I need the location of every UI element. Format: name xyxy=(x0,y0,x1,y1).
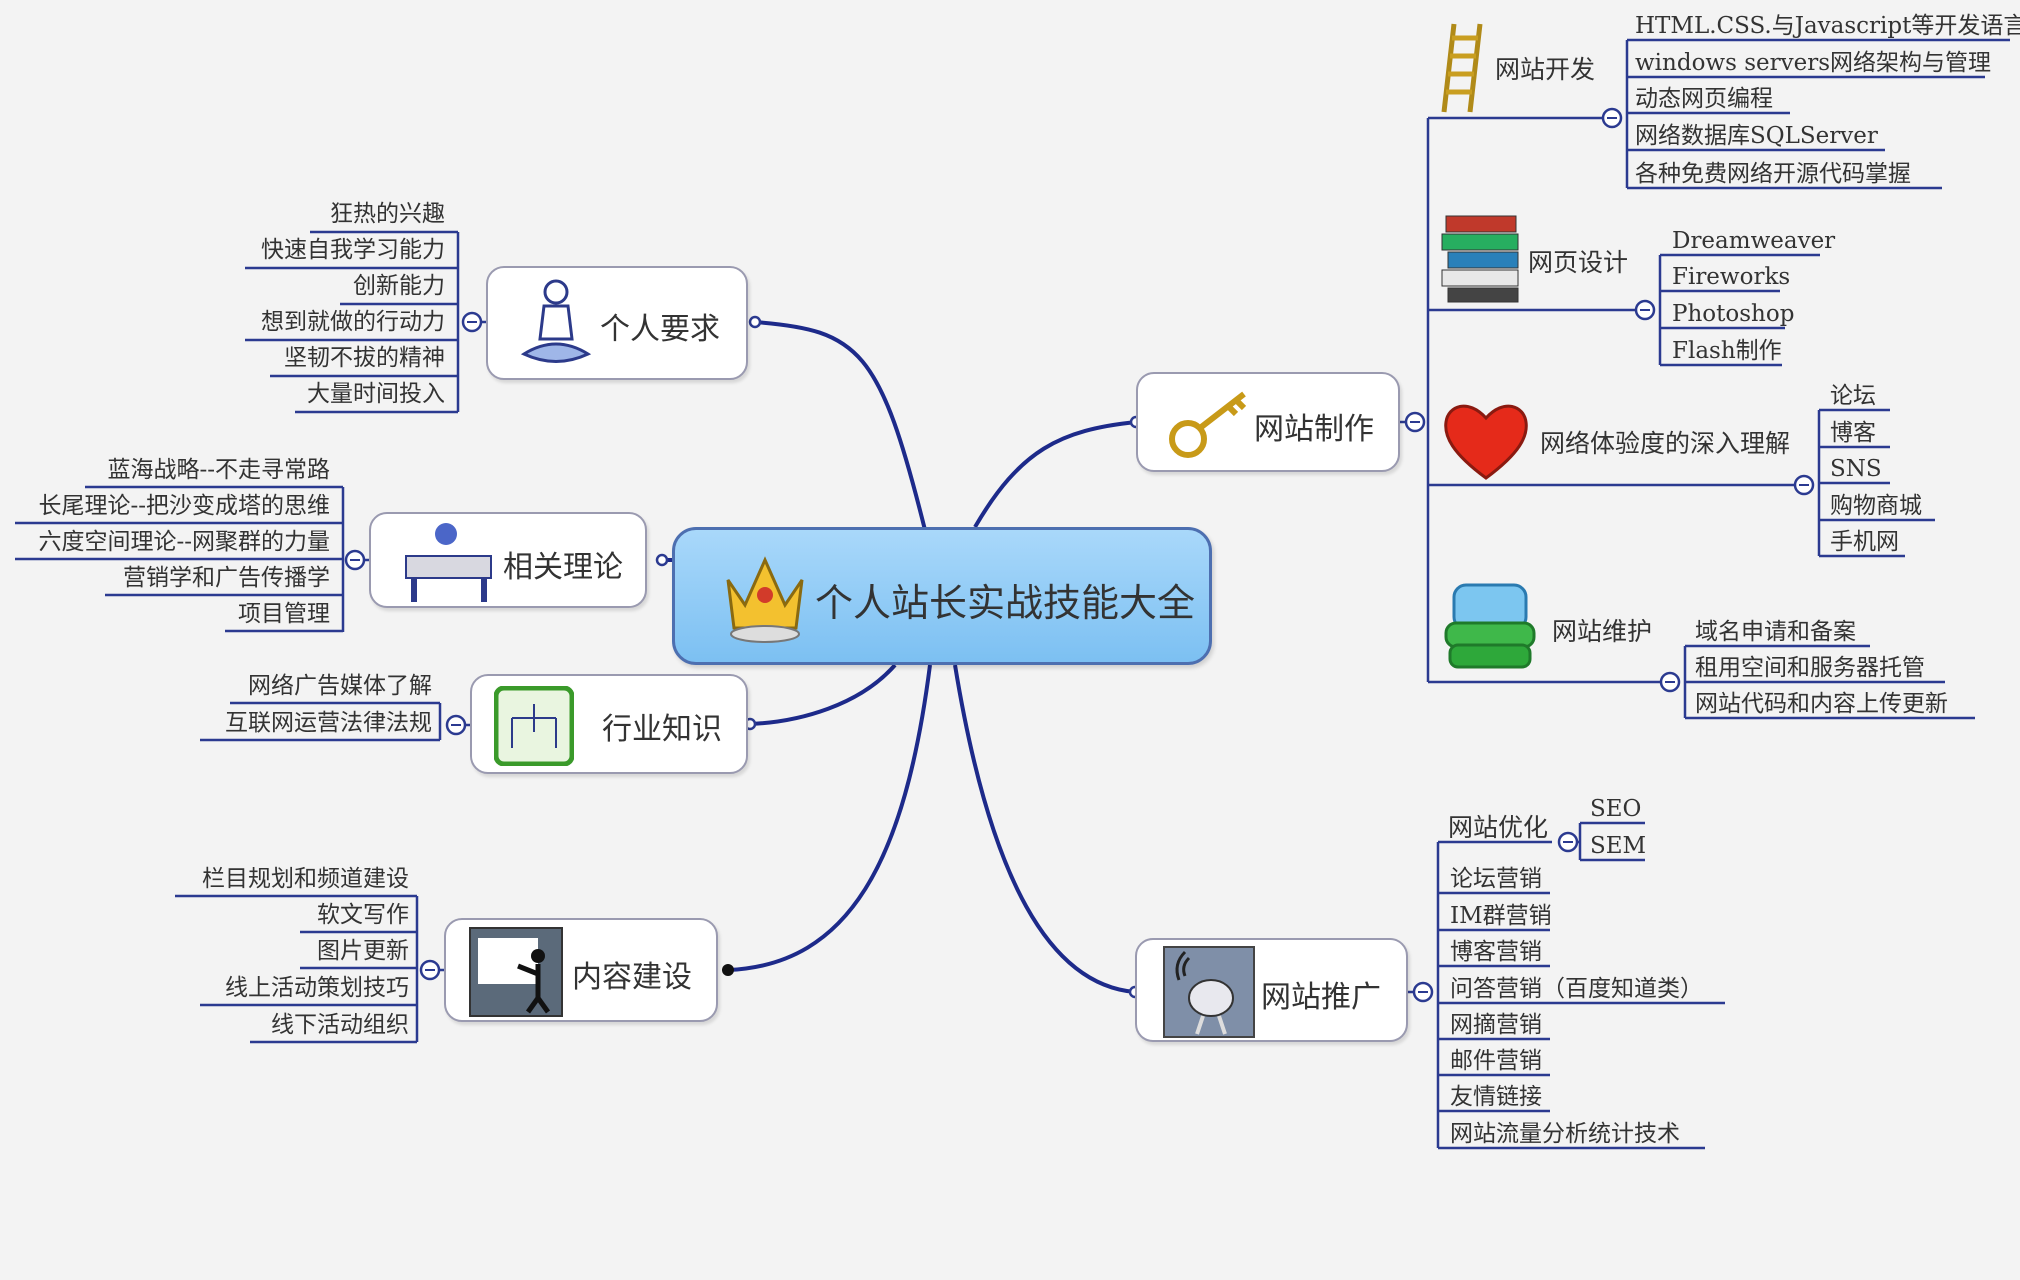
list-item[interactable]: 坚韧不拔的精神 xyxy=(284,345,445,371)
list-item[interactable]: 手机网 xyxy=(1830,529,1899,555)
topic-content[interactable]: 内容建设 xyxy=(444,918,718,1022)
list-item[interactable]: 问答营销（百度知道类） xyxy=(1450,976,1703,1002)
org-chart-icon xyxy=(494,686,574,766)
connector-make xyxy=(973,420,1137,529)
topic-content-title: 内容建设 xyxy=(572,960,692,995)
list-item[interactable]: Photoshop xyxy=(1672,301,1795,327)
topic-theory-title: 相关理论 xyxy=(503,550,623,585)
sub-experience-title[interactable]: 网络体验度的深入理解 xyxy=(1540,429,1791,458)
connector-content xyxy=(727,664,932,972)
sub-dev-title[interactable]: 网站开发 xyxy=(1495,55,1596,84)
topic-personal-title: 个人要求 xyxy=(600,312,720,347)
meditation-person-icon xyxy=(520,279,592,363)
list-item[interactable]: 互联网运营法律法规 xyxy=(225,710,432,736)
ladder-icon xyxy=(1441,23,1483,113)
topic-personal[interactable]: 个人要求 xyxy=(486,266,748,380)
sub-design-title[interactable]: 网页设计 xyxy=(1528,248,1629,277)
list-item[interactable]: 网络数据库SQLServer xyxy=(1635,123,1878,149)
list-item[interactable]: 各种免费网络开源代码掌握 xyxy=(1635,161,1911,187)
list-item[interactable]: 狂热的兴趣 xyxy=(330,201,445,227)
list-item[interactable]: SNS xyxy=(1830,456,1882,482)
list-item[interactable]: Fireworks xyxy=(1672,264,1791,290)
list-item[interactable]: 网摘营销 xyxy=(1450,1012,1542,1038)
list-item[interactable]: 营销学和广告传播学 xyxy=(123,565,330,591)
connector-industry xyxy=(749,663,897,726)
list-item[interactable]: 论坛营销 xyxy=(1450,866,1542,892)
key-icon xyxy=(1169,391,1247,458)
list-item[interactable]: 项目管理 xyxy=(238,601,330,627)
list-item[interactable]: 想到就做的行动力 xyxy=(261,309,445,335)
list-item[interactable]: 博客 xyxy=(1830,420,1876,446)
list-item[interactable]: 快速自我学习能力 xyxy=(261,237,445,263)
list-item[interactable]: 长尾理论--把沙变成塔的思维 xyxy=(38,493,330,519)
topic-promote-title: 网站推广 xyxy=(1261,980,1381,1015)
list-item[interactable]: SEM xyxy=(1590,833,1647,859)
list-item[interactable]: 博客营销 xyxy=(1450,939,1542,965)
topic-theory[interactable]: 相关理论 xyxy=(369,512,647,608)
list-item[interactable]: IM群营销 xyxy=(1450,903,1552,929)
books-icon xyxy=(1441,215,1519,303)
list-item[interactable]: 线下活动组织 xyxy=(271,1012,409,1038)
list-item[interactable]: 购物商城 xyxy=(1830,493,1922,519)
heart-icon xyxy=(1444,404,1528,480)
desk-worker-icon xyxy=(405,523,492,602)
couch-icon xyxy=(1444,583,1536,669)
list-item[interactable]: 租用空间和服务器托管 xyxy=(1695,655,1925,681)
list-item[interactable]: 域名申请和备案 xyxy=(1695,619,1856,645)
connector-personal xyxy=(754,320,927,531)
list-item[interactable]: windows servers网络架构与管理 xyxy=(1635,50,1992,76)
list-item[interactable]: 网络广告媒体了解 xyxy=(248,673,432,699)
satellite-dish-icon xyxy=(1163,946,1255,1038)
list-item[interactable]: 蓝海战略--不走寻常路 xyxy=(107,457,330,483)
list-item[interactable]: 论坛 xyxy=(1830,383,1876,409)
list-item[interactable]: Dreamweaver xyxy=(1672,228,1836,254)
list-item[interactable]: 网站流量分析统计技术 xyxy=(1450,1121,1680,1147)
list-item[interactable]: 网站代码和内容上传更新 xyxy=(1695,691,1948,717)
list-item[interactable]: 邮件营销 xyxy=(1450,1048,1542,1074)
topic-make[interactable]: 网站制作 xyxy=(1136,372,1400,472)
presenter-board-icon xyxy=(469,927,563,1017)
connector-promote xyxy=(953,664,1136,994)
topic-industry[interactable]: 行业知识 xyxy=(470,674,748,774)
sub-maintain-title[interactable]: 网站维护 xyxy=(1552,617,1653,646)
list-item[interactable]: 栏目规划和频道建设 xyxy=(202,866,409,892)
list-item[interactable]: 大量时间投入 xyxy=(307,381,445,407)
central-topic[interactable]: 个人站长实战技能大全 xyxy=(672,527,1212,665)
list-item[interactable]: 创新能力 xyxy=(353,273,445,299)
list-item[interactable]: SEO xyxy=(1590,796,1642,822)
crown-icon xyxy=(726,556,804,643)
list-item[interactable]: 六度空间理论--网聚群的力量 xyxy=(38,529,330,555)
list-item[interactable]: 软文写作 xyxy=(317,902,409,928)
list-item[interactable]: 友情链接 xyxy=(1450,1084,1542,1110)
sub-optimize-title[interactable]: 网站优化 xyxy=(1448,813,1549,842)
topic-promote[interactable]: 网站推广 xyxy=(1135,938,1408,1042)
topic-industry-title: 行业知识 xyxy=(602,712,722,747)
list-item[interactable]: Flash制作 xyxy=(1672,338,1782,364)
topic-make-title: 网站制作 xyxy=(1254,412,1374,447)
list-item[interactable]: 图片更新 xyxy=(317,938,409,964)
central-topic-title: 个人站长实战技能大全 xyxy=(815,581,1196,625)
list-item[interactable]: 线上活动策划技巧 xyxy=(225,975,409,1001)
list-item[interactable]: 动态网页编程 xyxy=(1635,86,1773,112)
list-item[interactable]: HTML.CSS.与Javascript等开发语言 xyxy=(1635,13,2020,39)
